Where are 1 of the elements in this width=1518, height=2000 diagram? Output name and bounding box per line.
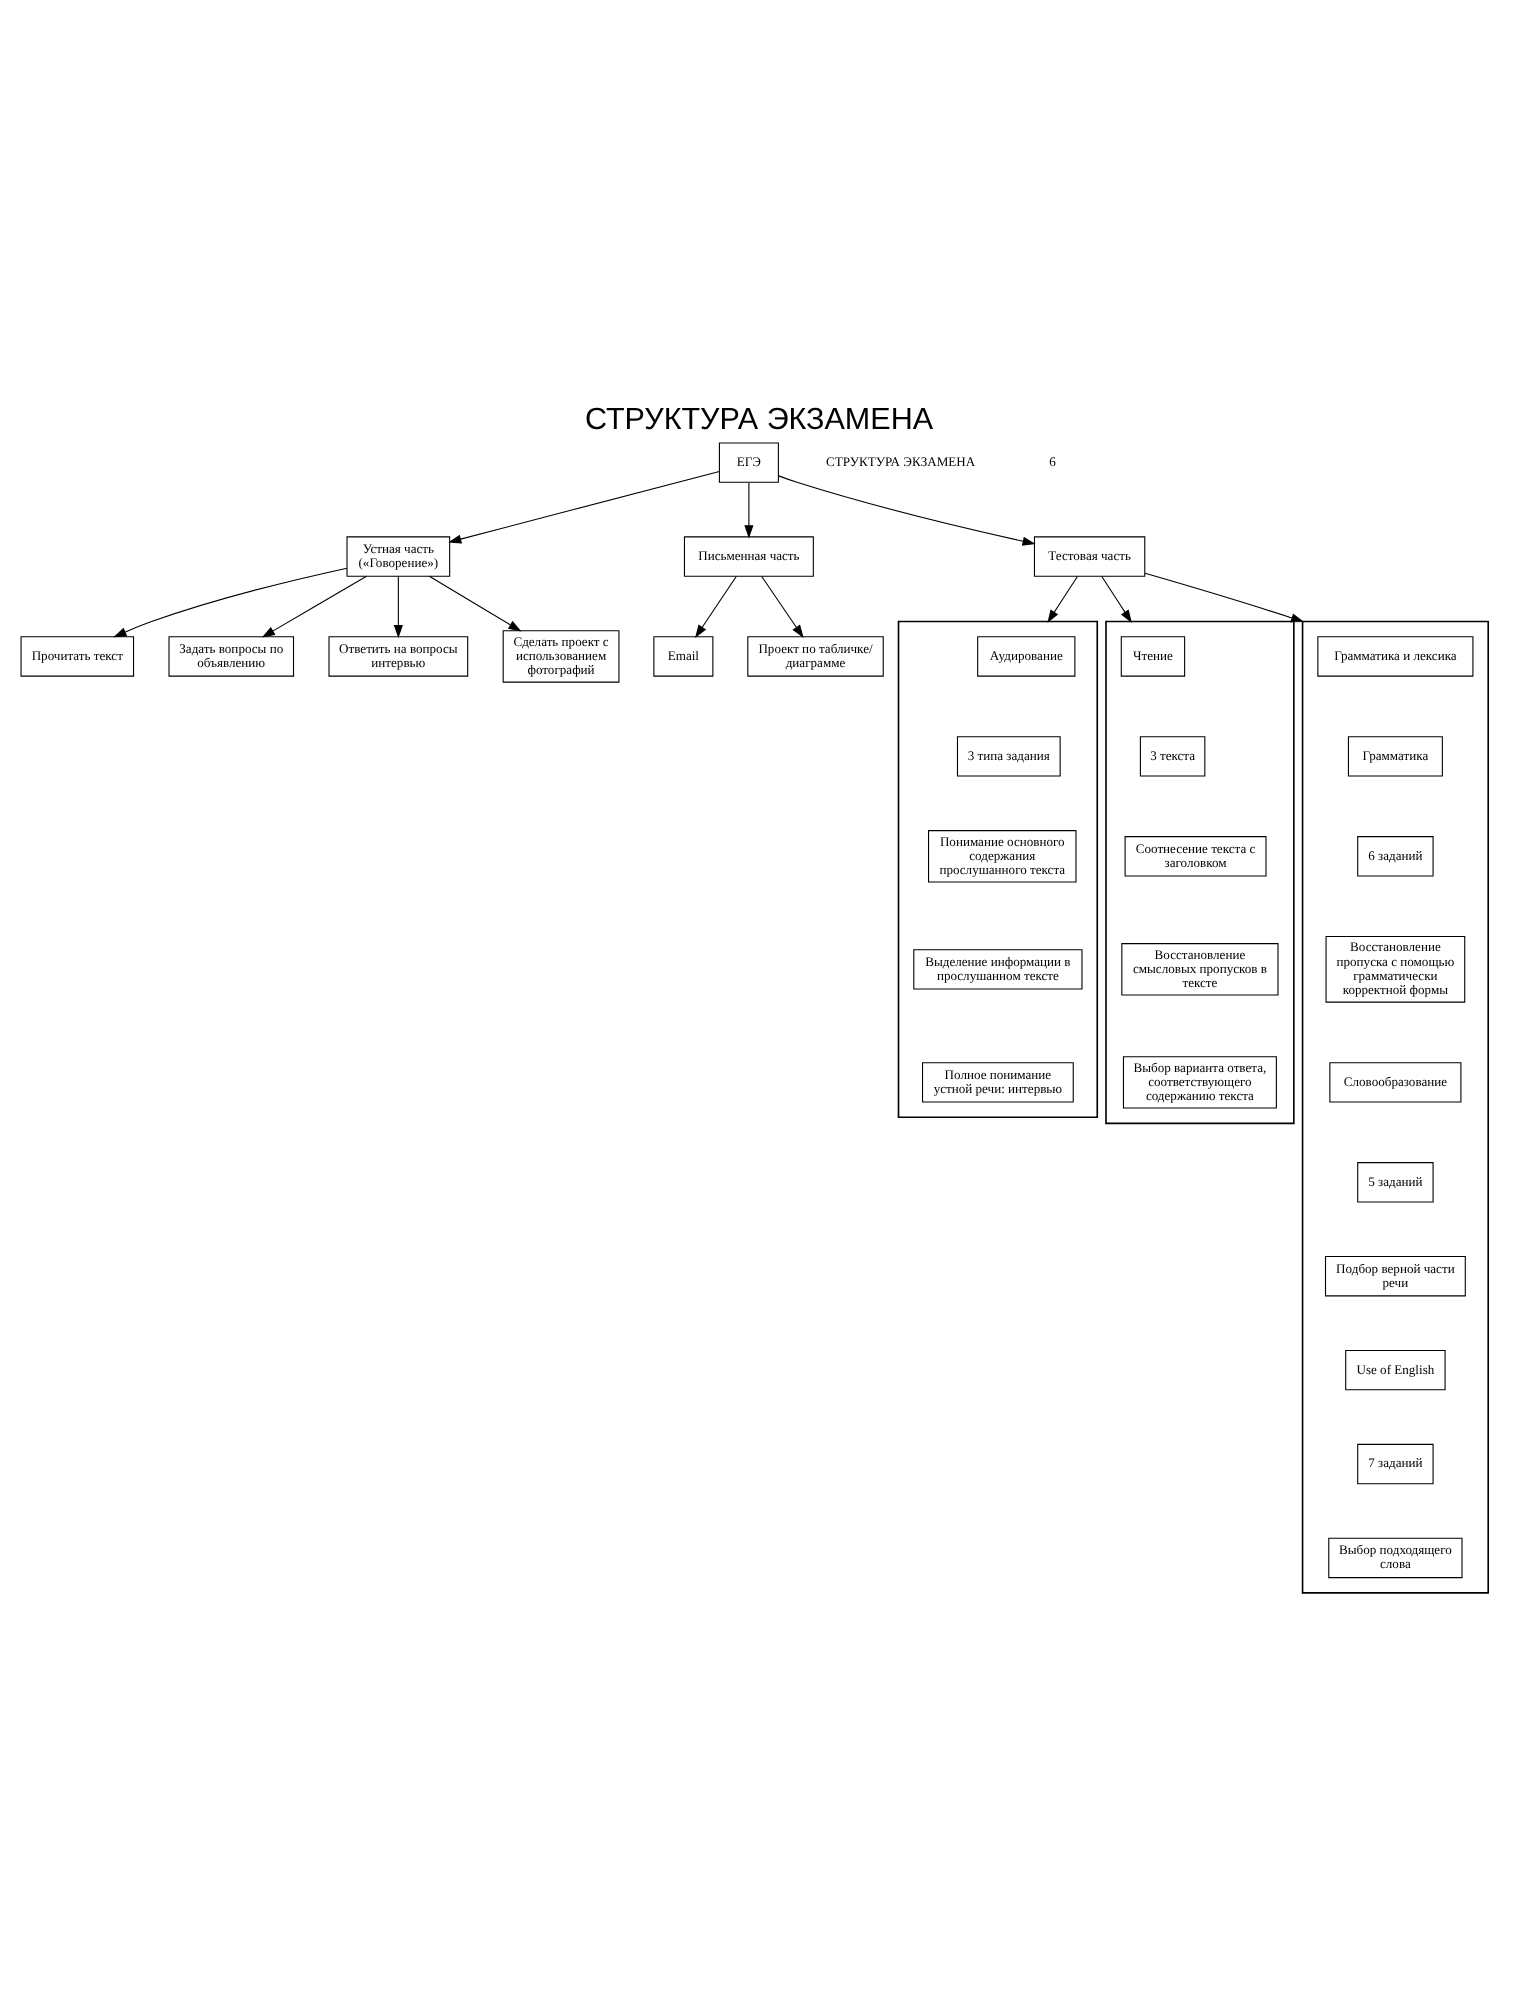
diagram-title: СТРУКТУРА ЭКЗАМЕНА — [584, 402, 934, 437]
